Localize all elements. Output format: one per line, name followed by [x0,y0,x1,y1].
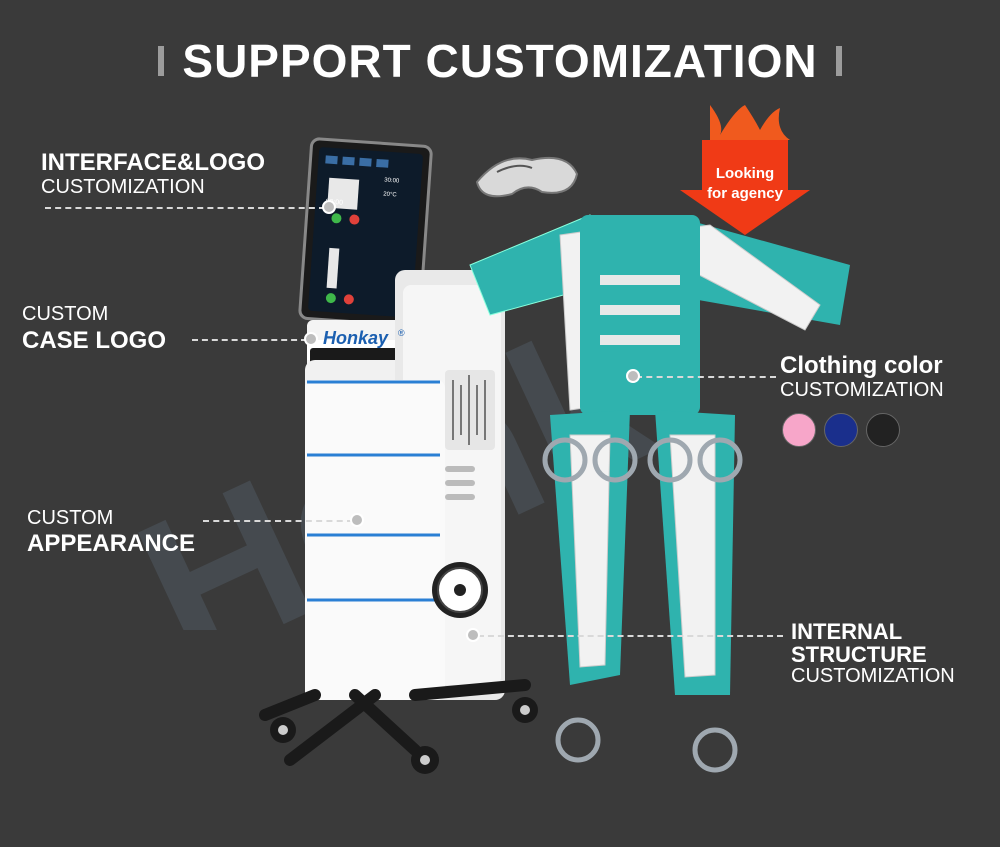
swatch-navy [824,413,858,447]
swatch-pink [782,413,816,447]
label-clothing-bold: Clothing color [780,352,943,379]
marker-internal [466,628,480,642]
screen-time2: 30:00 [384,178,400,185]
label-appearance-light: CUSTOM [27,507,114,529]
swatch-black [866,413,900,447]
label-interface-bold: INTERFACE&LOGO [41,149,266,176]
title-bar-left [158,45,165,76]
connector-interface [45,207,325,209]
label-internal-bold-1: INTERNAL [791,619,903,644]
label-case-light: CUSTOM [22,303,109,325]
suit-illustration [469,214,850,773]
agency-badge: Looking for agency [680,105,810,235]
connector-appearance [203,520,353,522]
eye-mask-illustration [475,156,579,198]
case-brand-mark: ® [398,328,405,338]
label-internal-light: CUSTOMIZATION [791,665,955,687]
title-text: SUPPORT CUSTOMIZATION [182,35,818,87]
marker-case [304,332,318,346]
marker-interface [322,200,336,214]
page-title: SUPPORT CUSTOMIZATION [0,34,1000,88]
label-appearance-bold: APPEARANCE [27,530,196,557]
case-brand: Honkay [323,328,389,348]
marker-appearance [350,513,364,527]
label-internal-bold-2: STRUCTURE [791,642,927,667]
title-bar-right [835,45,842,76]
machine-illustration: 00:00 30:00 20°C Honkay ® [259,137,538,774]
label-interface-light: CUSTOMIZATION [41,176,205,198]
connector-case [192,339,307,341]
connector-clothing [636,376,776,378]
marker-clothing [626,369,640,383]
label-case-bold: CASE LOGO [22,327,167,354]
screen-temp: 20°C [383,192,397,199]
label-clothing-light: CUSTOMIZATION [780,379,944,401]
badge-line1: Looking [716,165,774,182]
badge-line2: for agency [707,185,784,202]
connector-internal [478,635,783,637]
